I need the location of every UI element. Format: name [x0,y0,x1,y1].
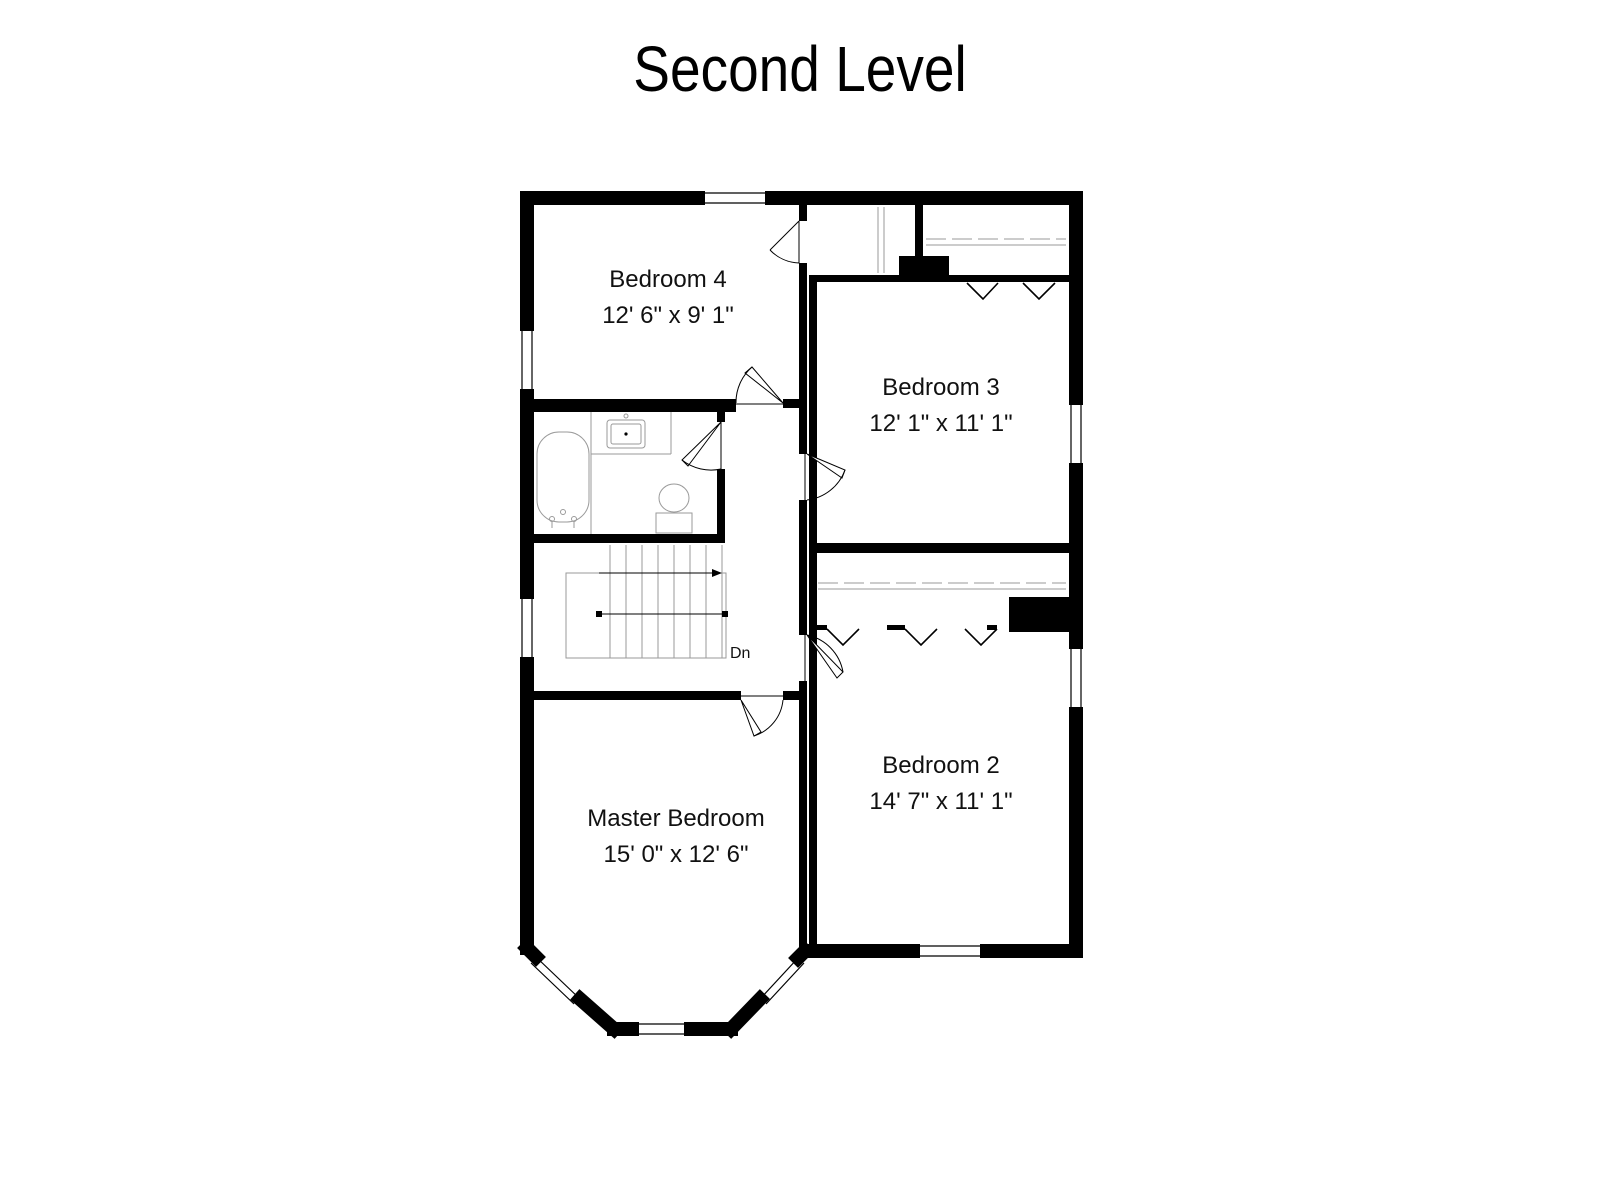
window-top [705,192,765,204]
door-bedroom4 [735,366,784,405]
door-master [740,695,784,737]
room-labels: Bedroom 4 12' 6" x 9' 1" Bedroom 3 12' 1… [587,266,1012,868]
bedroom2-dims: 14' 7" x 11' 1" [869,788,1012,815]
interior-walls [534,205,1069,958]
toilet-icon [655,483,693,534]
windows [521,192,1082,1035]
bay-window-center [632,1023,691,1035]
sink-icon [606,413,646,449]
door-bedroom4-closet [769,220,800,264]
bedroom4-dims: 12' 6" x 9' 1" [602,302,734,329]
staircase: Dn [565,545,750,662]
door-bathroom [681,421,722,471]
door-bedroom3 [804,453,846,501]
bedroom3-dims: 12' 1" x 11' 1" [869,410,1012,437]
bay-window-left [530,956,581,1005]
bay-window-right [759,957,805,1005]
floor-title: Second Level [633,33,967,105]
doors [681,220,846,737]
window-right-lower [1070,649,1082,707]
master-bedroom-name: Master Bedroom [587,805,764,832]
window-left-lower [521,599,533,657]
bathroom-fixtures [536,412,693,534]
bifold-doors [826,282,1056,647]
stairs-down-label: Dn [730,645,750,662]
bedroom4-name: Bedroom 4 [609,266,726,293]
window-bottom [920,945,980,957]
exterior-walls [520,191,1083,958]
bathtub-icon [536,431,590,528]
bedroom3-name: Bedroom 3 [882,374,999,401]
window-right-upper [1070,405,1082,463]
closet-lines [818,207,1066,590]
bedroom2-name: Bedroom 2 [882,752,999,779]
master-bedroom-dims: 15' 0" x 12' 6" [604,841,749,868]
window-left-upper [521,331,533,389]
door-bedroom2 [804,634,844,681]
